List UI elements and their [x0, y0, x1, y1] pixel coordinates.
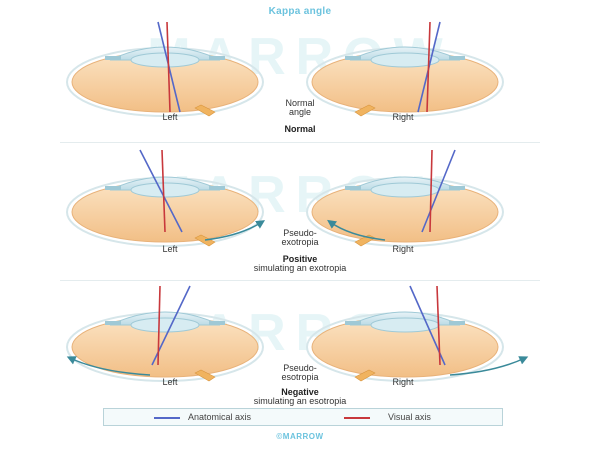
- row1-right-label: Right: [392, 112, 414, 122]
- right-eye: [306, 149, 504, 247]
- iris-right: [209, 186, 225, 190]
- row2-section-title: Positive: [282, 254, 318, 264]
- diagram-title: Kappa angle: [268, 6, 332, 17]
- row-divider-1: [60, 142, 540, 143]
- visual-axis-line: [157, 285, 161, 366]
- iris-left: [345, 186, 361, 190]
- visual-axis-swatch: [344, 417, 370, 419]
- row3-section-subtitle: simulating an esotropia: [253, 396, 347, 406]
- row1-left-label: Left: [162, 112, 178, 122]
- row1-center-label-line1: Normal: [285, 98, 315, 108]
- row2-center-label-line1: Pseudo-: [283, 228, 317, 238]
- lens: [130, 52, 200, 68]
- right-eye: [306, 21, 504, 117]
- iris-right: [449, 56, 465, 60]
- visual-axis-line: [426, 21, 431, 113]
- visual-axis-line: [436, 285, 441, 366]
- lens: [130, 182, 200, 198]
- footer-logo: ©MARROW: [276, 432, 324, 441]
- anatomical-axis-line: [421, 149, 456, 233]
- row2-left-label: Left: [162, 244, 178, 254]
- eyes-layer: [66, 21, 529, 382]
- row3-center-label-line2: esotropia: [281, 372, 319, 382]
- row2-right-label: Right: [392, 244, 414, 254]
- optic-nerve: [194, 234, 216, 247]
- anatomical-axis-line: [139, 149, 183, 233]
- iris-right: [449, 321, 465, 325]
- optic-nerve: [354, 104, 376, 117]
- row1-section-title: Normal: [284, 124, 316, 134]
- lens: [130, 317, 200, 333]
- iris-left: [345, 56, 361, 60]
- optic-nerve: [194, 369, 216, 382]
- row3-center-label-line1: Pseudo-: [283, 363, 317, 373]
- iris-left: [345, 321, 361, 325]
- rotation-arrow-left: [66, 356, 151, 376]
- row1-center-label-line2: angle: [288, 107, 312, 117]
- optic-nerve: [354, 369, 376, 382]
- optic-nerve: [194, 104, 216, 117]
- right-eye: [306, 285, 504, 382]
- visual-axis-line: [429, 149, 433, 233]
- row2-section-subtitle: simulating an exotropia: [253, 263, 347, 273]
- lens: [370, 182, 440, 198]
- left-eye: [66, 21, 264, 117]
- iris-left: [105, 186, 121, 190]
- left-eye: [66, 285, 264, 382]
- iris-left: [105, 56, 121, 60]
- iris-right: [209, 321, 225, 325]
- row3-left-label: Left: [162, 377, 178, 387]
- lens: [370, 52, 440, 68]
- visual-axis-line: [166, 21, 171, 113]
- row2-center-label-line2: exotropia: [281, 237, 319, 247]
- visual-axis-label: Visual axis: [388, 412, 431, 422]
- anatomical-axis-label: Anatomical axis: [188, 412, 252, 422]
- iris-right: [449, 186, 465, 190]
- rotation-arrow-right: [327, 219, 386, 241]
- row-divider-2: [60, 280, 540, 281]
- left-eye: [66, 149, 264, 247]
- legend: Anatomical axis Visual axis: [103, 408, 503, 426]
- iris-left: [105, 321, 121, 325]
- visual-axis-line: [161, 149, 166, 233]
- iris-right: [209, 56, 225, 60]
- row3-section-title: Negative: [281, 387, 319, 397]
- rotation-arrow-right: [449, 356, 529, 376]
- anatomical-axis-swatch: [154, 417, 180, 419]
- row3-right-label: Right: [392, 377, 414, 387]
- rotation-arrow-left: [204, 220, 266, 241]
